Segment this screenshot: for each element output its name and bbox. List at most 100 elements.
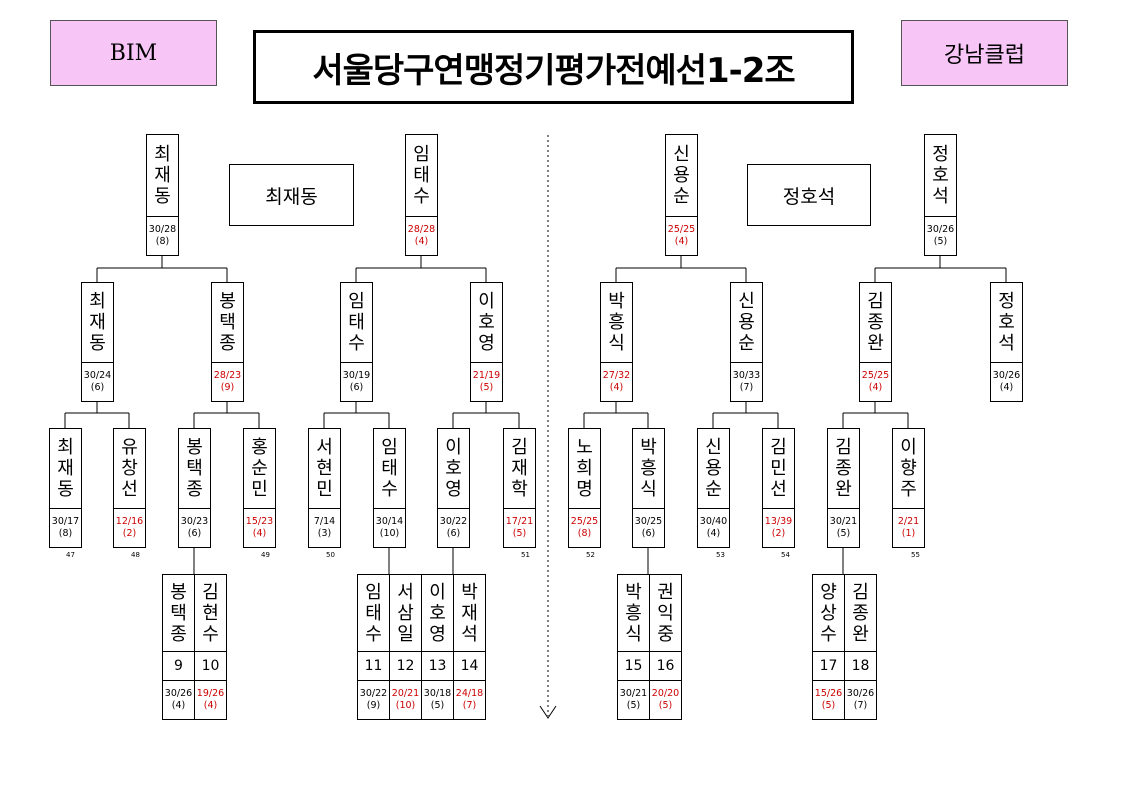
right-team-label: 강남클럽 <box>901 20 1068 86</box>
score-sub: (6) <box>349 382 364 393</box>
score-sub: (8) <box>577 528 592 539</box>
player-score: 30/33(7) <box>731 362 762 401</box>
player-score: 17/21(5) <box>504 508 535 547</box>
player-number: 16 <box>650 651 681 680</box>
match-number: 51 <box>521 551 530 559</box>
score-value: 20/21 <box>391 688 420 699</box>
match-number: 50 <box>326 551 335 559</box>
player-number: 18 <box>845 651 876 680</box>
score-sub: (9) <box>366 700 381 711</box>
score-value: 19/26 <box>196 688 225 699</box>
score-sub: (8) <box>155 236 170 247</box>
score-sub: (4) <box>414 236 429 247</box>
score-sub: (5) <box>836 528 851 539</box>
left-team-label: BIM <box>50 20 217 86</box>
score-sub: (10) <box>379 528 400 539</box>
score-sub: (4) <box>706 528 721 539</box>
winner-box-group1: 최재동 <box>229 164 354 226</box>
score-sub: (4) <box>868 382 883 393</box>
score-sub: (6) <box>446 528 461 539</box>
score-value: 30/26 <box>846 688 875 699</box>
score-sub: (1) <box>901 528 916 539</box>
player-score: 30/22(9) <box>358 680 389 719</box>
score-sub: (3) <box>317 528 332 539</box>
match-number: 52 <box>586 551 595 559</box>
player-score: 7/14(3) <box>309 508 340 547</box>
player-score: 30/26(4) <box>163 680 194 719</box>
score-value: 30/26 <box>164 688 193 699</box>
score-sub: (9) <box>220 382 235 393</box>
score-value: 21/19 <box>472 370 501 381</box>
score-sub: (6) <box>90 382 105 393</box>
score-sub: (2) <box>771 528 786 539</box>
player-number: 15 <box>618 651 649 680</box>
player-score: 2/21(1) <box>893 508 924 547</box>
player-score: 28/23(9) <box>212 362 243 401</box>
score-sub: (5) <box>430 700 445 711</box>
player-score: 13/39(2) <box>763 508 794 547</box>
player-score: 30/26(5) <box>925 216 956 255</box>
score-value: 12/16 <box>115 516 144 527</box>
score-sub: (2) <box>122 528 137 539</box>
score-value: 30/25 <box>634 516 663 527</box>
score-value: 15/26 <box>814 688 843 699</box>
score-sub: (7) <box>739 382 754 393</box>
player-score: 30/26(4) <box>991 362 1022 401</box>
score-value: 30/24 <box>83 370 112 381</box>
player-number: 13 <box>422 651 453 680</box>
score-value: 30/33 <box>732 370 761 381</box>
player-score: 30/22(6) <box>438 508 469 547</box>
score-value: 25/25 <box>570 516 599 527</box>
player-score: 30/17(8) <box>50 508 81 547</box>
player-score: 19/26(4) <box>195 680 226 719</box>
score-value: 25/25 <box>667 224 696 235</box>
score-value: 30/23 <box>180 516 209 527</box>
score-value: 25/25 <box>861 370 890 381</box>
player-score: 30/21(5) <box>618 680 649 719</box>
player-score: 30/19(6) <box>341 362 372 401</box>
score-value: 30/17 <box>51 516 80 527</box>
score-value: 30/40 <box>699 516 728 527</box>
score-sub: (10) <box>395 700 416 711</box>
match-number: 55 <box>911 551 920 559</box>
score-sub: (7) <box>462 700 477 711</box>
